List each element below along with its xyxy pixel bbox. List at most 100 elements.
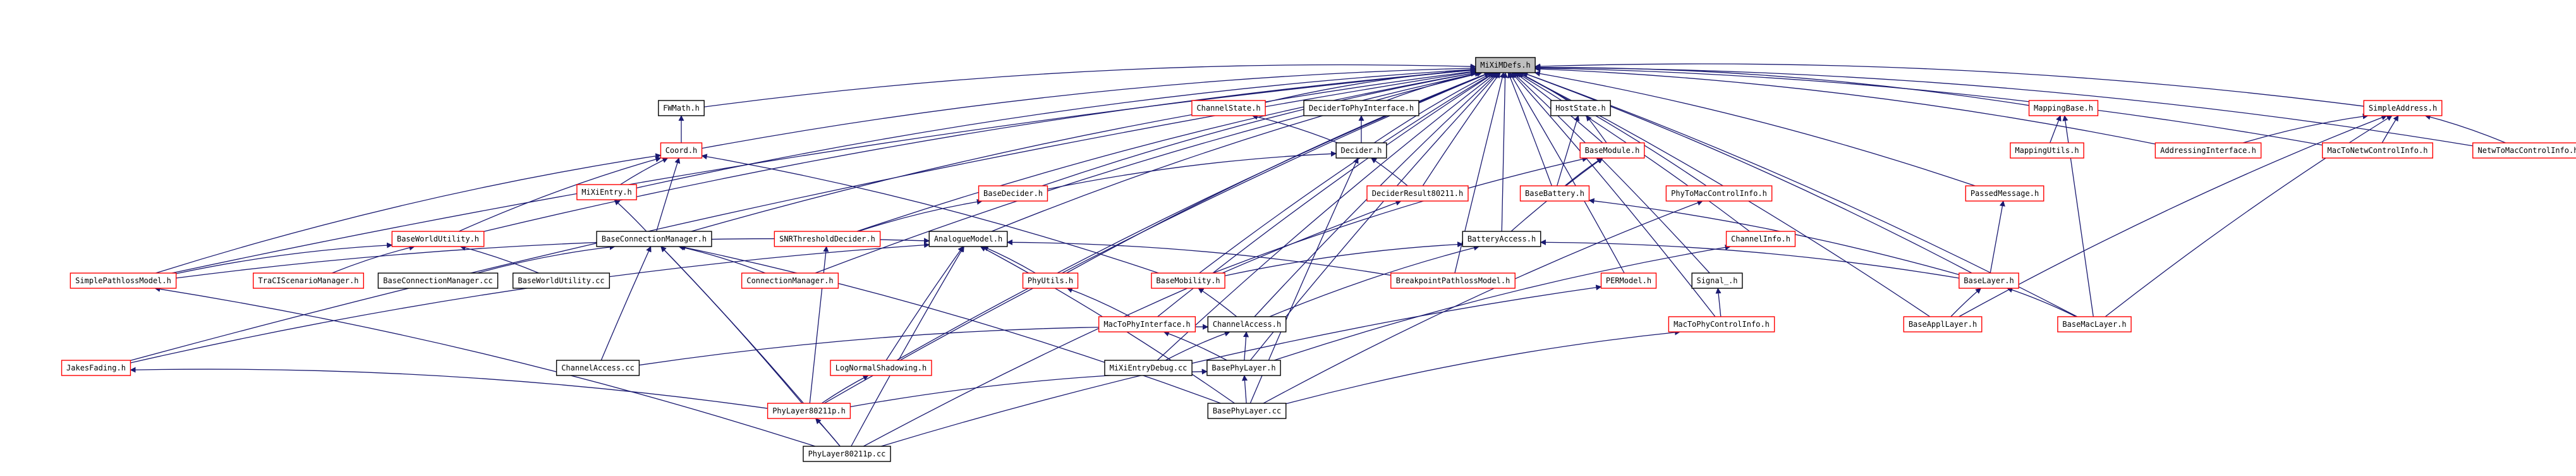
node-box	[1206, 360, 1281, 376]
node-basemodule[interactable]: BaseModule.h	[1579, 142, 1645, 159]
node-box	[1207, 316, 1287, 333]
edge-phytomaccontrolinfo-to-mixim	[1517, 72, 1707, 186]
node-mixim[interactable]: MiXiMDefs.h	[1475, 57, 1536, 73]
edge-basemobility-to-basemodule	[1212, 156, 1588, 274]
node-channelaccess[interactable]: ChannelAccess.h	[1207, 316, 1287, 333]
node-label: MacToNetwControlInfo.h	[2328, 146, 2428, 155]
node-basephylayer[interactable]: BasePhyLayer.h	[1206, 360, 1281, 376]
node-baseconnectionmanager[interactable]: BaseConnectionManager.h	[596, 231, 712, 247]
edge-basephylayercc-to-basephylayer	[1241, 375, 1248, 404]
edge-basemaclayer-to-simpleaddress	[2105, 115, 2393, 317]
node-lognormalshadowing[interactable]: LogNormalShadowing.h	[830, 360, 932, 376]
node-baseapplayer[interactable]: BaseApplLayer.h	[1903, 316, 1983, 333]
node-snrthreshold[interactable]: SNRThresholdDecider.h	[774, 231, 881, 247]
node-hoststate[interactable]: HostState.h	[1550, 100, 1611, 116]
node-box	[1665, 185, 1773, 202]
node-coord[interactable]: Coord.h	[660, 142, 703, 159]
node-decidertophy[interactable]: DeciderToPhyInterface.h	[1303, 100, 1419, 116]
edge-jakesfading-to-mixim	[130, 69, 1476, 361]
node-label: MacToPhyInterface.h	[1103, 320, 1190, 329]
node-basedecider[interactable]: BaseDecider.h	[978, 185, 1048, 202]
node-basebattery[interactable]: BaseBattery.h	[1519, 185, 1590, 202]
node-addressinginterface[interactable]: AddressingInterface.h	[2154, 142, 2262, 159]
node-breakpointpathloss[interactable]: BreakpointPathlossModel.h	[1390, 272, 1516, 289]
node-label: BaseBattery.h	[1525, 189, 1584, 198]
node-deciderresult[interactable]: DeciderResult80211.h	[1366, 185, 1469, 202]
node-mactophyinterface[interactable]: MacToPhyInterface.h	[1098, 316, 1196, 333]
node-label: BaseApplLayer.h	[1909, 320, 1977, 329]
edge-basedecider-to-mixim	[1042, 70, 1477, 186]
node-label: BaseMacLayer.h	[2062, 320, 2126, 329]
edge-baseapplayer-to-simpleaddress	[1959, 114, 2388, 317]
node-phytomaccontrolinfo[interactable]: PhyToMacControlInfo.h	[1665, 185, 1773, 202]
edge-basemodule-to-hoststate	[1586, 115, 1607, 143]
node-simplepathloss[interactable]: SimplePathlossModel.h	[70, 272, 177, 289]
node-batteryaccess[interactable]: BatteryAccess.h	[1462, 231, 1541, 247]
node-channelaccesscc[interactable]: ChannelAccess.cc	[556, 360, 640, 376]
node-box	[1579, 142, 1645, 159]
node-signal[interactable]: Signal_.h	[1691, 272, 1743, 289]
node-analoguemodel[interactable]: AnalogueModel.h	[928, 231, 1008, 247]
node-basephylayercc[interactable]: BasePhyLayer.cc	[1207, 403, 1287, 419]
edge-snrthreshold-to-basedecider	[858, 198, 983, 232]
node-label: BaseModule.h	[1585, 146, 1640, 155]
node-permodel[interactable]: PERModel.h	[1600, 272, 1657, 289]
node-fwmath[interactable]: FWMath.h	[658, 100, 705, 116]
node-box	[253, 272, 365, 289]
node-box	[576, 184, 637, 200]
node-label: SNRThresholdDecider.h	[779, 235, 875, 243]
node-connectionmanager[interactable]: ConnectionManager.h	[741, 272, 839, 289]
node-label: BaseWorldUtility.h	[397, 235, 479, 243]
node-passedmessage[interactable]: PassedMessage.h	[1965, 185, 2044, 202]
node-mappingutils[interactable]: MappingUtils.h	[2010, 142, 2084, 159]
node-box	[978, 185, 1048, 202]
node-box	[774, 231, 881, 247]
node-phylayer80211pcc[interactable]: PhyLayer80211p.cc	[803, 446, 891, 462]
node-box	[2057, 316, 2132, 333]
node-mactonetwcontrolinfo[interactable]: MacToNetwControlInfo.h	[2321, 142, 2433, 159]
edge-deciderresult-to-decider	[1370, 157, 1408, 186]
node-mixentry[interactable]: MiXiEntry.h	[576, 184, 637, 200]
node-box	[2154, 142, 2262, 159]
node-label: BatteryAccess.h	[1467, 235, 1536, 243]
node-mixientrydebug[interactable]: MiXiEntryDebug.cc	[1104, 360, 1193, 376]
node-basemaclayer[interactable]: BaseMacLayer.h	[2057, 316, 2132, 333]
node-box	[1965, 185, 2044, 202]
node-label: MappingBase.h	[2034, 104, 2093, 113]
node-decider[interactable]: Decider.h	[1335, 142, 1387, 159]
node-phylayer80211p[interactable]: PhyLayer80211p.h	[767, 403, 851, 419]
node-baseworldutilitycc[interactable]: BaseWorldUtility.cc	[512, 272, 611, 289]
node-channelinfo[interactable]: ChannelInfo.h	[1725, 231, 1796, 247]
edge-channelstate-to-mixim	[1265, 67, 1476, 103]
edge-mappingutils-to-mappingbase	[2050, 115, 2062, 143]
node-label: BasePhyLayer.cc	[1213, 406, 1281, 415]
edge-basephylayercc-to-mactophycontrolinfo	[1285, 329, 1681, 405]
edge-basemobility-to-mixim	[1199, 72, 1495, 274]
node-channelstate[interactable]: ChannelState.h	[1191, 100, 1266, 116]
edge-basemaclayer-to-mappingbase	[2062, 115, 2094, 317]
node-simpleaddress[interactable]: SimpleAddress.h	[2363, 100, 2443, 116]
node-basemobility[interactable]: BaseMobility.h	[1151, 272, 1225, 289]
node-box	[1725, 231, 1796, 247]
node-baseconnectionmanagercc[interactable]: BaseConnectionManager.cc	[377, 272, 499, 289]
node-jakesfading[interactable]: JakesFading.h	[61, 360, 131, 376]
edge-decider-to-channelstate	[1251, 114, 1338, 143]
node-baseworldutility[interactable]: BaseWorldUtility.h	[391, 231, 485, 247]
node-label: AddressingInterface.h	[2160, 146, 2256, 155]
node-mactophycontrolinfo[interactable]: MacToPhyControlInfo.h	[1668, 316, 1775, 333]
edge-phyutils-to-mixim	[1066, 71, 1490, 274]
node-box	[928, 231, 1008, 247]
node-baselayer[interactable]: BaseLayer.h	[1959, 272, 2019, 289]
edge-baseworldutility-to-coord	[458, 156, 662, 232]
edge-phylayer80211p-to-mixim	[823, 71, 1491, 404]
node-box	[1462, 231, 1541, 247]
edge-baselayer-to-passedmessage	[1990, 200, 2005, 274]
node-mappingbase[interactable]: MappingBase.h	[2028, 100, 2099, 116]
edge-snrthreshold-to-mixim	[856, 70, 1477, 232]
node-netwtomaccontrolinfo[interactable]: NetwToMacControlInfo.h	[2472, 142, 2576, 159]
node-traciscenario[interactable]: TraCIScenarioManager.h	[253, 272, 365, 289]
node-phyutils[interactable]: PhyUtils.h	[1022, 272, 1079, 289]
edge-baseconnectionmanagercc-to-baseconnectionmanager	[477, 244, 616, 274]
node-label: BaseDecider.h	[983, 189, 1043, 198]
